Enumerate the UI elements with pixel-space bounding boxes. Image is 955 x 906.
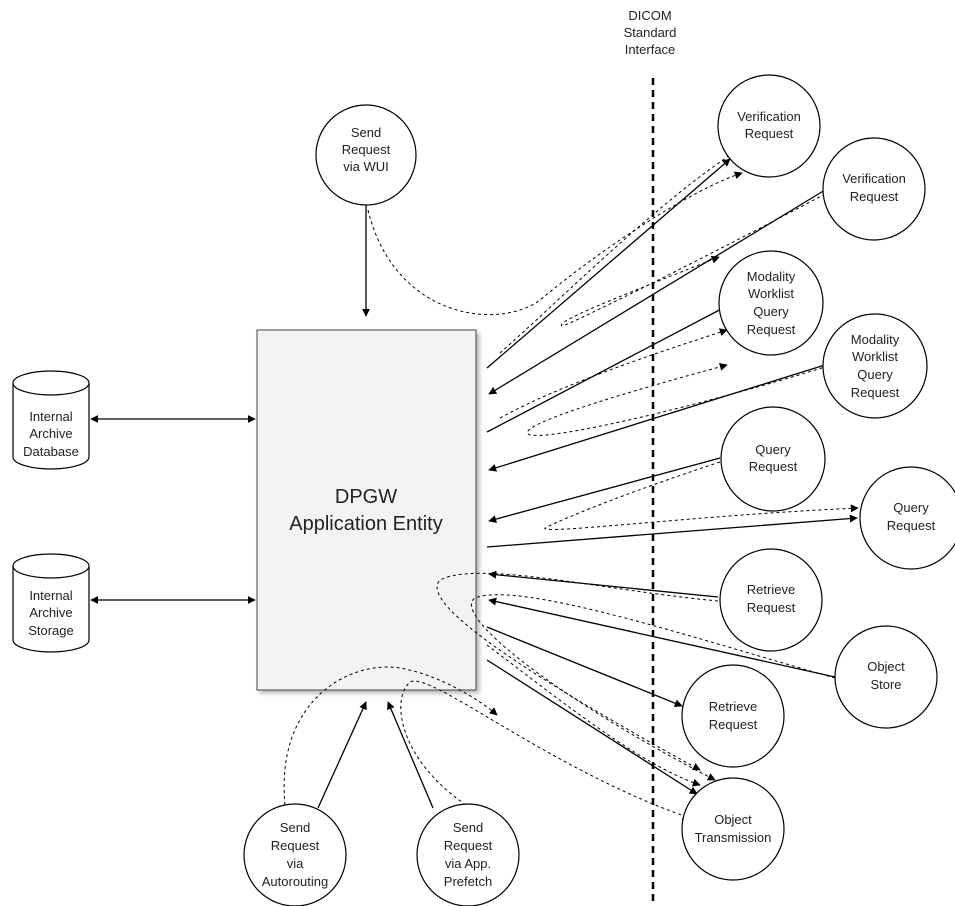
retrieve-out-line-1: Retrieve xyxy=(709,699,757,714)
verification-in-line-1: Verification xyxy=(842,171,906,186)
internal-archive-database: Internal Archive Database xyxy=(12,370,90,470)
verification-out-line-1: Verification xyxy=(737,109,801,124)
query-out-line-1: Query xyxy=(893,500,929,515)
edge-autorouting-entity xyxy=(317,701,367,809)
edge-entity-query-out xyxy=(486,514,858,548)
object-transmission-line-2: Transmission xyxy=(695,830,772,845)
retrieve-out-line-2: Request xyxy=(709,717,758,732)
mwl-in-line-4: Request xyxy=(851,385,900,400)
node-modality-worklist-out: Modality Worklist Query Request xyxy=(718,250,824,356)
node-query-request-out: Query Request xyxy=(859,466,955,570)
node-retrieve-request-in: Retrieve Request xyxy=(719,548,823,652)
edge-verification-dashed-out xyxy=(499,151,736,354)
retrieve-in-line-2: Request xyxy=(747,600,796,615)
edge-mwl-dashed-out xyxy=(499,328,728,419)
edge-mwl-in-dashed xyxy=(526,363,829,436)
edge-entity-verification-out xyxy=(486,158,731,369)
autorouting-line-4: Autorouting xyxy=(262,874,329,889)
mwl-out-line-4: Request xyxy=(747,322,796,337)
edge-entity-object-transmission-dashed xyxy=(486,644,701,787)
node-object-transmission: Object Transmission xyxy=(681,777,785,881)
edge-entity-mwl-out xyxy=(486,305,728,433)
node-modality-worklist-in: Modality Worklist Query Request xyxy=(822,313,928,419)
mwl-in-line-1: Modality xyxy=(851,332,900,347)
dpgw-application-entity: DPGW Application Entity xyxy=(256,329,477,691)
mwl-out-line-3: Query xyxy=(753,304,789,319)
edge-object-store-entity xyxy=(488,597,836,678)
object-transmission-line-1: Object xyxy=(714,812,752,827)
edge-entity-retrieve-out xyxy=(486,626,683,708)
node-send-request-via-prefetch: Send Request via App. Prefetch xyxy=(416,803,520,906)
edge-mwl-in-entity xyxy=(488,363,829,472)
prefetch-line-3: via App. xyxy=(445,856,491,871)
entity-title-line-2: Application Entity xyxy=(289,513,442,535)
prefetch-line-4: Prefetch xyxy=(444,874,492,889)
send-wui-line-1: Send xyxy=(351,125,381,140)
send-wui-line-3: via WUI xyxy=(343,159,389,174)
node-verification-request-in: Verification Request xyxy=(822,137,926,241)
autorouting-line-3: via xyxy=(287,856,304,871)
interface-label-line-3: Interface xyxy=(625,42,676,57)
object-store-line-1: Object xyxy=(867,659,905,674)
node-send-request-via-autorouting: Send Request via Autorouting xyxy=(243,803,347,906)
internal-archive-storage: Internal Archive Storage xyxy=(12,553,90,653)
edge-retrieve-in-dashed xyxy=(436,572,719,771)
send-wui-line-2: Request xyxy=(342,142,391,157)
edge-autorouting-dashed xyxy=(283,666,498,806)
edge-prefetch-dashed xyxy=(400,680,691,820)
entity-title-line-1: DPGW xyxy=(335,486,397,508)
retrieve-in-line-1: Retrieve xyxy=(747,582,795,597)
query-in-line-1: Query xyxy=(755,442,791,457)
verification-in-line-2: Request xyxy=(850,189,899,204)
mwl-in-line-2: Worklist xyxy=(852,349,898,364)
interface-label-line-1: DICOM xyxy=(628,8,671,23)
archive-db-line-3: Database xyxy=(23,444,79,459)
node-send-request-via-wui: Send Request via WUI xyxy=(315,104,417,206)
dicom-interface-label: DICOM Standard Interface xyxy=(624,8,677,57)
interface-label-line-2: Standard xyxy=(624,25,677,40)
query-in-line-2: Request xyxy=(749,459,798,474)
query-out-line-2: Request xyxy=(887,518,936,533)
archive-db-line-2: Archive xyxy=(29,426,72,441)
node-object-store: Object Store xyxy=(834,625,938,729)
prefetch-line-1: Send xyxy=(453,820,483,835)
autorouting-line-1: Send xyxy=(280,820,310,835)
mwl-in-line-3: Query xyxy=(857,367,893,382)
mwl-out-line-2: Worklist xyxy=(748,286,794,301)
archive-storage-line-1: Internal xyxy=(29,588,72,603)
archive-db-line-1: Internal xyxy=(29,409,72,424)
edge-object-store-dashed xyxy=(470,594,836,781)
archive-storage-line-3: Storage xyxy=(28,623,74,638)
edge-wui-verification-dashed xyxy=(367,171,743,316)
verification-out-line-2: Request xyxy=(745,126,794,141)
node-query-request-in: Query Request xyxy=(720,406,826,512)
mwl-out-line-1: Modality xyxy=(747,269,796,284)
object-store-line-2: Store xyxy=(870,677,901,692)
edge-retrieve-in-entity xyxy=(488,570,719,598)
edge-entity-object-transmission xyxy=(486,659,698,795)
autorouting-line-2: Request xyxy=(271,838,320,853)
edge-prefetch-entity xyxy=(387,701,434,809)
prefetch-line-2: Request xyxy=(444,838,493,853)
edge-verification-in-entity xyxy=(488,189,826,395)
edge-query-in-entity xyxy=(488,457,721,523)
archive-storage-line-2: Archive xyxy=(29,605,72,620)
node-retrieve-request-out: Retrieve Request xyxy=(681,664,785,768)
node-verification-request-out: Verification Request xyxy=(717,74,821,178)
